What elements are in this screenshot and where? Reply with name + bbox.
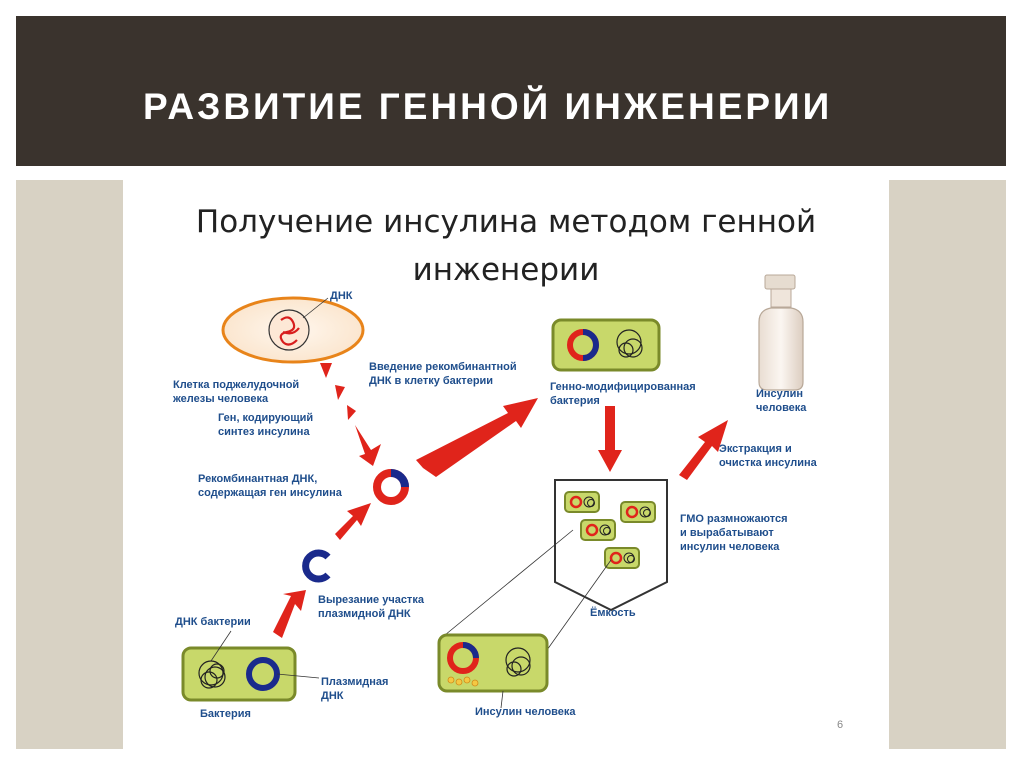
recombinant-plasmid: [373, 469, 409, 505]
label-tank: Ёмкость: [590, 606, 636, 619]
diagram-heading: Получение инсулина методом генной инжене…: [195, 204, 817, 288]
label-cut-2: плазмидной ДНК: [318, 608, 411, 620]
content-panel: Получение инсулина методом генной инжене…: [123, 180, 889, 749]
dna-squiggle-icon: [279, 316, 300, 346]
process-diagram: ДНК Клетка поджелудочной железы человека…: [172, 274, 843, 731]
label-recombinant-1: Рекомбинантная ДНК,: [198, 473, 317, 485]
label-bacterial-dna: ДНК бактерии: [175, 616, 251, 628]
label-recombinant-2: содержащая ген инсулина: [198, 487, 343, 499]
label-gmo-bacterium-1: Генно-модифицированная: [550, 381, 696, 393]
label-gene-1: Ген, кодирующий: [218, 412, 313, 424]
label-gmo-bacterium-2: бактерия: [550, 395, 600, 407]
label-gene-2: синтез инсулина: [218, 426, 310, 438]
gene-extraction-arrows: [320, 363, 381, 466]
label-cut-1: Вырезание участка: [318, 594, 425, 606]
label-insulin-2: человека: [756, 402, 807, 414]
label-gmo-multiply-1: ГМО размножаются: [680, 513, 787, 525]
arrow-cut-to-recomb: [335, 503, 371, 540]
insulin-droplets: [447, 676, 479, 687]
arrow-to-tank: [598, 406, 622, 472]
fermentation-tank-icon: [554, 479, 668, 612]
label-pancreas-cell-2: железы человека: [172, 393, 269, 405]
slide-title: РАЗВИТИЕ ГЕННОЙ ИНЖЕНЕРИИ: [143, 86, 833, 127]
gmo-bacterium: [551, 318, 661, 372]
label-gmo-multiply-2: и вырабатывают: [680, 527, 774, 539]
insulin-producing-bacterium: [437, 633, 549, 709]
zoom-line-left: [444, 529, 574, 636]
pancreas-cell: [221, 296, 365, 364]
page-number: 6: [837, 719, 843, 731]
label-human-insulin: Инсулин человека: [475, 706, 576, 718]
label-pancreas-cell-1: Клетка поджелудочной: [173, 379, 299, 391]
title-bar: РАЗВИТИЕ ГЕННОЙ ИНЖЕНЕРИИ: [16, 16, 1006, 166]
bacterium: [181, 630, 320, 702]
extraction-arrow: [679, 420, 728, 480]
label-plasmid-1: Плазмидная: [321, 676, 388, 688]
label-extract-2: очистка инсулина: [719, 457, 818, 469]
intro-arrow: [416, 398, 538, 477]
label-bacterium: Бактерия: [200, 708, 251, 720]
insulin-bottle-icon: [758, 274, 804, 391]
label-plasmid-2: ДНК: [321, 690, 344, 702]
label-dnk: ДНК: [330, 290, 353, 302]
label-intro-2: ДНК в клетку бактерии: [369, 375, 493, 387]
left-decor-band: [16, 180, 123, 749]
arrow-bact-to-cut: [273, 590, 306, 638]
label-extract-1: Экстракция и: [719, 443, 792, 455]
label-insulin-1: Инсулин: [756, 388, 803, 400]
zoom-line-right: [546, 559, 612, 651]
right-decor-band: [889, 180, 1006, 749]
label-gmo-multiply-3: инсулин человека: [680, 541, 780, 553]
label-intro-1: Введение рекомбинантной: [369, 361, 517, 373]
cut-plasmid: [302, 549, 331, 583]
